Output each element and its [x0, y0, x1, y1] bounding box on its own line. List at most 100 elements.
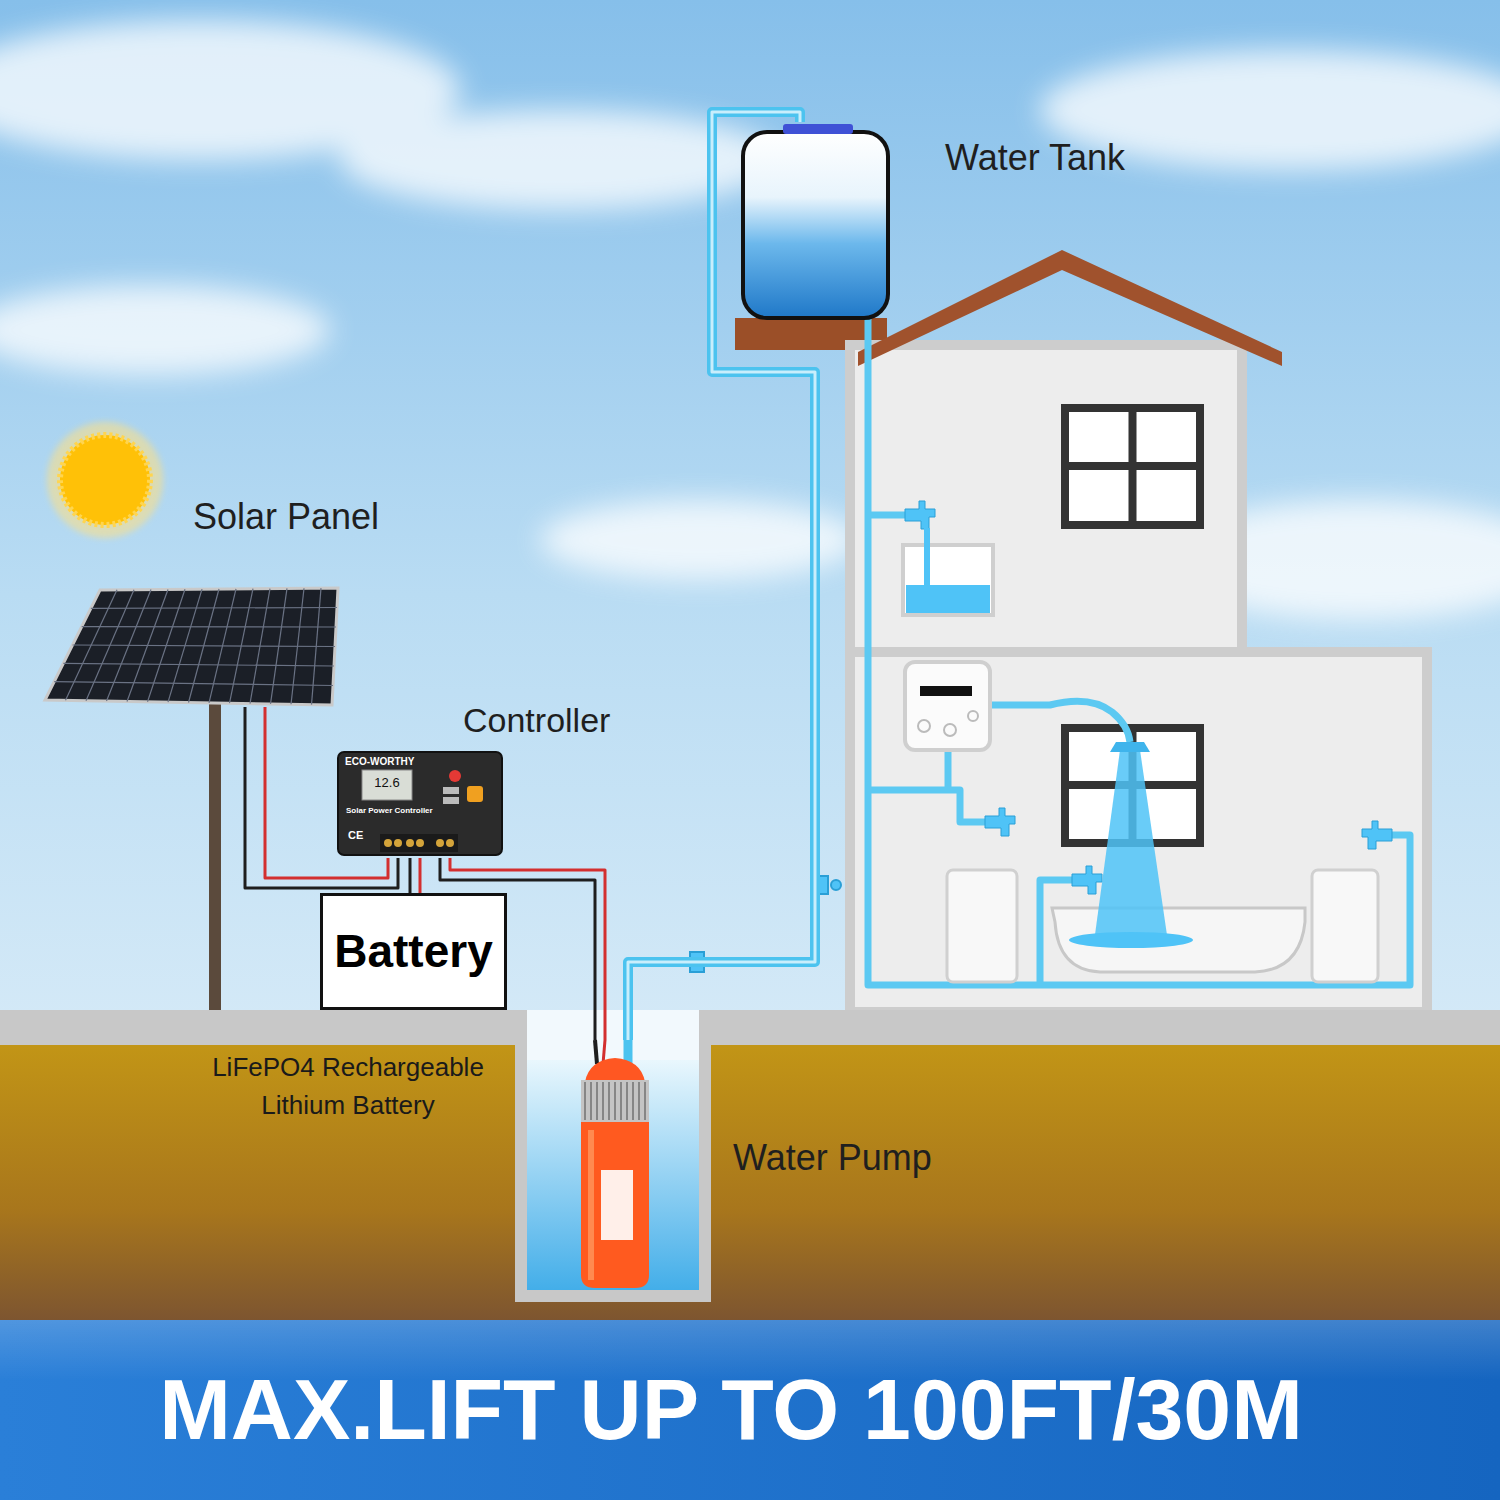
- battery-box: Battery: [320, 893, 507, 1010]
- terminal-strip: [380, 834, 458, 852]
- pump-screen-bar: [602, 1082, 604, 1120]
- usb-logo: [467, 786, 483, 802]
- ground: [0, 1045, 1500, 1320]
- panel-label: Solar Panel: [193, 495, 379, 538]
- house-pipes: [990, 701, 1130, 742]
- sky: [0, 0, 1500, 1320]
- faucet: [1072, 866, 1102, 894]
- well: [515, 1010, 711, 1302]
- pump-screen-bar: [608, 1082, 610, 1120]
- house-pipes: [945, 750, 952, 790]
- bathtub: [1069, 932, 1193, 948]
- bathtub: [1052, 742, 1305, 972]
- bathtub: [1052, 908, 1305, 972]
- ce-mark: CE: [348, 829, 363, 842]
- water-tank: Water Tank: [735, 122, 1175, 322]
- panel-cell-line: [91, 607, 337, 609]
- window: [1065, 408, 1200, 525]
- well: [527, 1010, 699, 1290]
- controller-body: [338, 752, 502, 855]
- battery-label: Battery: [334, 924, 493, 979]
- lcd-screen: [362, 770, 412, 800]
- house-pipes: [868, 790, 985, 822]
- pump-screen-bar: [590, 1082, 592, 1120]
- brand-label: ECO-WORTHY: [345, 756, 414, 768]
- wash-basin: [903, 545, 993, 615]
- brand-label-holder: ECO-WORTHY: [345, 756, 414, 768]
- controller-label: Controller: [463, 700, 610, 741]
- faucet: [905, 501, 935, 529]
- water-heater: [918, 720, 930, 732]
- pump-screen-bar: [596, 1082, 598, 1120]
- water-pump: Water Pump: [575, 1040, 985, 1290]
- ground: [0, 1010, 1500, 1320]
- pump-screen-bar: [626, 1082, 628, 1120]
- sink-cabinet: [947, 870, 1017, 982]
- house: [850, 345, 1242, 655]
- pump-screen-bar: [620, 1082, 622, 1120]
- water-heater: [905, 662, 990, 750]
- terminal-screw: [406, 839, 414, 847]
- tank-lid: [783, 124, 853, 134]
- power-wire: [409, 858, 412, 893]
- battery-type-label: LiFePO4 Rechargeable Lithium Battery: [187, 1048, 509, 1124]
- lcd-reading: 12.6: [362, 776, 412, 791]
- house: [850, 652, 1427, 1012]
- faucet: [985, 808, 1015, 836]
- terminal-screw: [416, 839, 424, 847]
- caption-banner-text: MAX.LIFT UP TO 100FT/30M: [159, 1366, 1303, 1452]
- terminal-screw: [384, 839, 392, 847]
- battery-type-label-holder: LiFePO4 Rechargeable Lithium Battery: [187, 1048, 509, 1124]
- sky: [0, 0, 1500, 1320]
- terminal-screw: [436, 839, 444, 847]
- pump-screen: [581, 1080, 649, 1122]
- pump-screen-bar: [632, 1082, 634, 1120]
- clouds: [0, 285, 330, 375]
- pump-screen-bar: [638, 1082, 640, 1120]
- terminal-screw: [394, 839, 402, 847]
- panel-pole: [209, 700, 221, 1012]
- power-wire: [419, 858, 422, 893]
- ce-mark-holder: CE: [348, 829, 363, 842]
- window: [1065, 408, 1200, 525]
- terminal-screw: [446, 839, 454, 847]
- tank-label: Water Tank: [945, 136, 1125, 179]
- tank-body: [743, 132, 888, 318]
- wash-basin: [903, 528, 993, 615]
- house-pipes: [868, 318, 1410, 985]
- pump-body: [581, 1122, 649, 1288]
- pump-screen-bar: [614, 1082, 616, 1120]
- sun: [60, 435, 150, 525]
- panel-cell-line: [63, 663, 334, 666]
- house-pipes: [868, 512, 905, 519]
- solar-panel: Solar Panel: [40, 495, 415, 707]
- panel-pole: [209, 700, 221, 1012]
- panel-cell-line: [82, 626, 336, 628]
- caption-holder: MAX.LIFT UP TO 100FT/30M: [0, 1366, 1462, 1452]
- well: [527, 1060, 699, 1290]
- pump-screen-bar: [644, 1082, 646, 1120]
- pump-cap: [585, 1058, 645, 1082]
- sun: [47, 422, 163, 538]
- panel-frame: [45, 588, 338, 705]
- sink-cabinet: [1312, 870, 1378, 982]
- sun: [47, 422, 163, 538]
- window: [1065, 462, 1200, 470]
- power-button: [449, 770, 461, 782]
- pump-highlight: [588, 1130, 594, 1280]
- water-heater: [920, 686, 972, 696]
- water-heater: [968, 711, 978, 721]
- bathtub: [1094, 750, 1168, 942]
- panel-cell-line: [73, 645, 336, 647]
- panel-cell-line: [54, 682, 333, 686]
- lcd-reading-holder: 12.6: [362, 776, 412, 791]
- wash-basin: [924, 528, 930, 585]
- water-heater: [905, 662, 990, 750]
- pump-sticker: [601, 1170, 633, 1240]
- banner: [0, 1320, 1500, 1500]
- usb-port: [443, 797, 459, 804]
- house-pipes: [868, 318, 1410, 985]
